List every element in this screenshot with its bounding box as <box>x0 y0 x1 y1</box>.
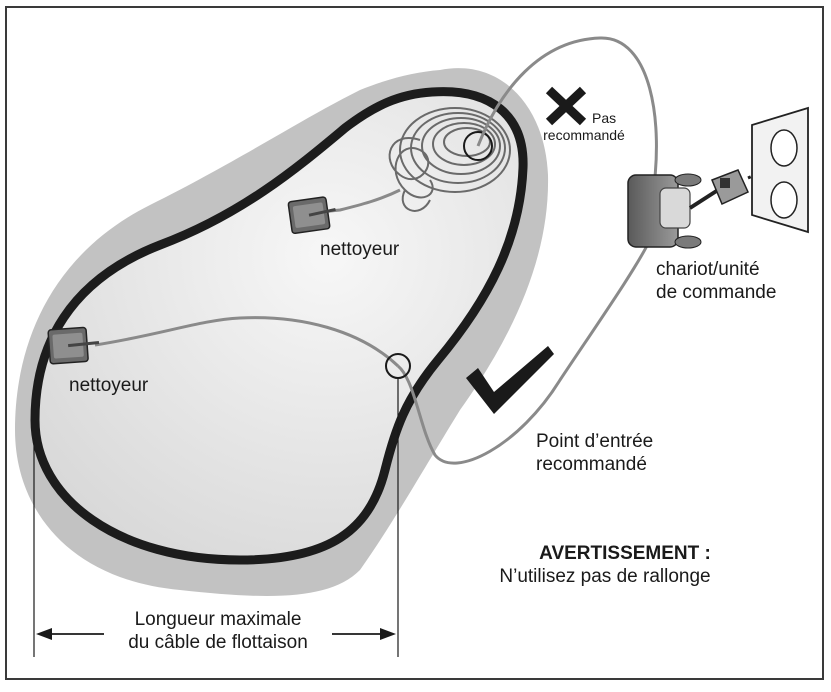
frame-border <box>5 6 824 680</box>
cable-length-label: Longueur maximale du câble de flottaison <box>104 608 332 654</box>
bad-entry-circle <box>463 131 493 161</box>
cleaner-label-left: nettoyeur <box>69 375 149 396</box>
cable-length-line-1: Longueur maximale <box>134 609 302 630</box>
entry-point-line-2: recommandé <box>536 454 647 476</box>
control-unit-icon <box>627 173 720 249</box>
cable-length-line-2: du câble de flottaison <box>128 632 308 654</box>
cleaner-label-top: nettoyeur <box>320 239 400 260</box>
cleaner-robot-icon <box>287 196 336 235</box>
power-outlet-icon <box>751 106 809 234</box>
cable-coil-to-cleaner <box>319 188 401 214</box>
cleaner-robot-icon <box>47 326 100 365</box>
cable-good-route-in-pool <box>94 316 400 368</box>
cart-label-line-1: chariot/unité <box>656 259 760 280</box>
cart-label: chariot/unité de commande <box>656 258 776 304</box>
check-mark-icon <box>466 346 554 414</box>
not-recommended-line-2: recommandé <box>543 127 625 144</box>
cable-bad-route <box>476 36 658 201</box>
cable-good-route-outside <box>396 239 652 465</box>
entry-point-line-1: Point d’entrée <box>536 431 654 452</box>
dimension-label-mask <box>104 602 332 662</box>
warning-text: N’utilisez pas de rallonge <box>499 566 711 588</box>
entry-point-label: Point d’entrée recommandé <box>536 430 653 476</box>
pool-outline <box>30 87 528 565</box>
cart-label-line-2: de commande <box>656 282 777 304</box>
warning-title: AVERTISSEMENT : <box>539 543 711 564</box>
warning-block: AVERTISSEMENT : N’utilisez pas de rallon… <box>462 542 748 588</box>
not-recommended-label: Pas recommandé <box>536 110 632 144</box>
not-recommended-line-1: Pas <box>592 110 617 126</box>
x-mark-icon <box>545 86 587 126</box>
